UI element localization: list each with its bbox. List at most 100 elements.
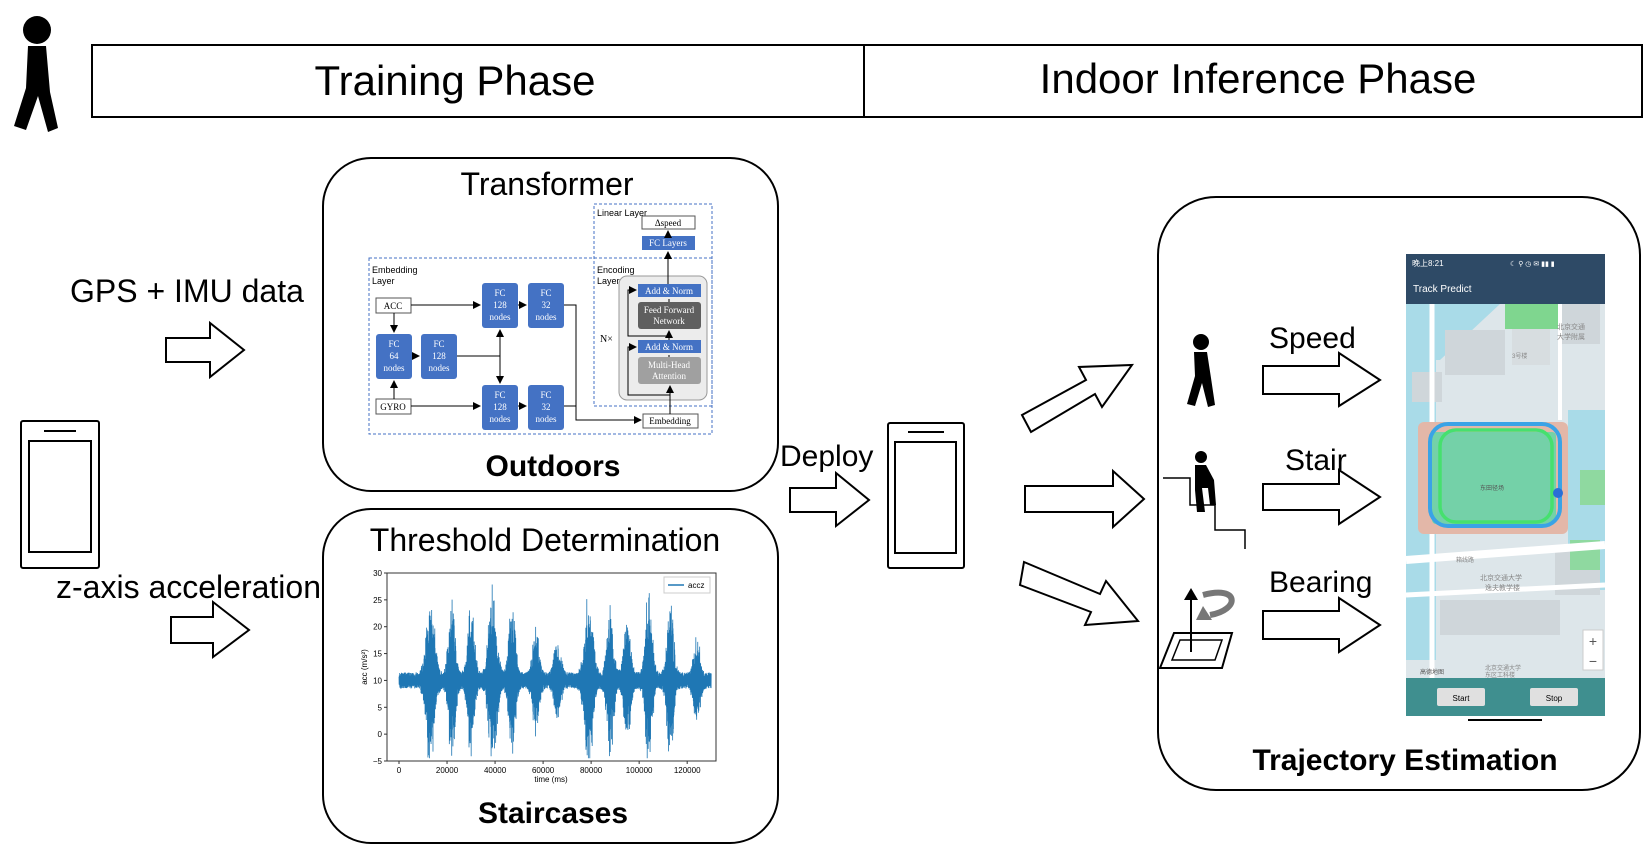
start-button-label: Start: [1453, 694, 1471, 703]
inference-phase-title: Indoor Inference Phase: [1040, 55, 1477, 102]
left-phone-icon: [20, 420, 100, 569]
feed-forward-box: [638, 302, 701, 329]
transformer-connectors: [390, 230, 674, 424]
zoom-in-button[interactable]: +: [1589, 633, 1597, 649]
status-icons: ☾ ⚲ ◷ ✉ ▮▮ ▮: [1510, 260, 1555, 268]
svg-text:nodes: nodes: [429, 363, 450, 373]
svg-text:FC: FC: [494, 288, 505, 298]
map-view[interactable]: 北京交通 大学附属 3号楼 东田径场 北京交通大学 逸夫教学楼 北京交通大学 东…: [1405, 304, 1606, 679]
app-header: [1406, 254, 1605, 304]
y-tick-label: 30: [373, 569, 382, 578]
accz-series-line: [398, 584, 712, 759]
stop-button[interactable]: [1530, 688, 1578, 706]
feed-forward-label-1: Feed Forward: [644, 305, 695, 315]
fc128-top-block: FC 128 nodes: [482, 283, 518, 328]
center-phone-icon: [887, 422, 965, 569]
delta-speed-label: Δspeed: [655, 218, 682, 228]
nx-label: N×: [600, 334, 613, 345]
gps-imu-label: GPS + IMU data: [70, 273, 304, 309]
y-tick-label: 20: [373, 623, 382, 632]
svg-text:FC: FC: [540, 390, 551, 400]
embedding-label: Embedding: [649, 416, 691, 426]
trajectory-estimation-label: Trajectory Estimation: [1252, 744, 1557, 777]
svg-text:32: 32: [542, 402, 551, 412]
multi-head-label-2: Attention: [652, 371, 686, 381]
walking-person-icon: [14, 16, 58, 132]
stair-arrow: [1262, 468, 1382, 526]
phase-header: Training Phase Indoor Inference Phase: [91, 44, 1643, 118]
svg-text:nodes: nodes: [490, 312, 511, 322]
svg-text:大学附属: 大学附属: [1557, 332, 1585, 341]
svg-text:nodes: nodes: [490, 414, 511, 424]
y-tick-label: 0: [378, 730, 383, 739]
threshold-title: Threshold Determination: [370, 522, 720, 558]
chart-xlabel: time (ms): [534, 775, 568, 784]
x-tick-label: 100000: [626, 766, 653, 775]
x-tick-label: 40000: [484, 766, 507, 775]
chart-legend: accz: [663, 576, 711, 594]
add-norm-bottom-box: [638, 340, 701, 353]
chart-plot-area: [386, 572, 717, 762]
svg-text:128: 128: [493, 402, 507, 412]
gps-arrow: [165, 320, 246, 380]
trajectory-outer: [1428, 422, 1562, 528]
linear-layer-label: Linear Layer: [597, 208, 647, 218]
svg-text:北京交通: 北京交通: [1557, 322, 1585, 331]
fc-layers-box: [642, 236, 695, 250]
bearing-arrow: [1262, 596, 1382, 654]
bearing-label: Bearing: [1269, 566, 1372, 599]
stop-button-label: Stop: [1546, 694, 1563, 703]
y-tick-label: −5: [373, 757, 383, 766]
speed-label: Speed: [1269, 322, 1356, 355]
x-tick-label: 20000: [436, 766, 459, 775]
svg-text:3号楼: 3号楼: [1512, 352, 1527, 360]
svg-text:东田径场: 东田径场: [1480, 484, 1504, 492]
z-axis-arrow: [170, 599, 251, 659]
deploy-arrow: [789, 470, 871, 529]
chart-ylabel: acc (m/s²): [360, 649, 369, 685]
multi-head-label-1: Multi-Head: [648, 360, 690, 370]
fanout-arrow-middle: [1024, 468, 1146, 530]
stair-label: Stair: [1285, 444, 1347, 477]
fanout-arrow-down: [1018, 560, 1140, 627]
svg-text:128: 128: [432, 351, 446, 361]
svg-text:FC: FC: [433, 339, 444, 349]
fc32-bottom-block: FC 32 nodes: [528, 385, 564, 430]
x-tick-label: 120000: [674, 766, 701, 775]
trajectory-inner: [1438, 428, 1554, 524]
fc128-middle-block: FC 128 nodes: [421, 334, 457, 379]
svg-text:箱线路: 箱线路: [1456, 556, 1474, 564]
svg-text:nodes: nodes: [384, 363, 405, 373]
svg-text:北京交通大学: 北京交通大学: [1480, 573, 1522, 582]
y-tick-label: 5: [378, 703, 383, 712]
gyro-label: GYRO: [380, 402, 406, 412]
add-norm-bottom-label: Add & Norm: [645, 342, 693, 352]
zoom-out-button[interactable]: −: [1589, 653, 1597, 669]
svg-text:32: 32: [542, 300, 551, 310]
add-norm-top-label: Add & Norm: [645, 286, 693, 296]
feed-forward-label-2: Network: [653, 316, 685, 326]
sports-field: [1432, 432, 1556, 524]
fc128-bottom-block: FC 128 nodes: [482, 385, 518, 430]
z-axis-label: z-axis acceleration: [56, 569, 321, 605]
acc-label: ACC: [384, 301, 403, 311]
stair-climbing-icon: [1163, 451, 1246, 549]
y-tick-label: 10: [373, 676, 382, 685]
embedding-layer-label-1: Embedding: [372, 265, 418, 275]
transformer-title: Transformer: [460, 166, 633, 202]
start-button[interactable]: [1437, 688, 1485, 706]
fanout-arrow-up: [1020, 363, 1134, 434]
svg-text:北京交通大学: 北京交通大学: [1485, 664, 1521, 672]
x-tick-label: 60000: [532, 766, 555, 775]
bearing-rotation-icon: [1158, 588, 1235, 669]
location-marker: [1553, 488, 1563, 498]
outdoors-label: Outdoors: [486, 450, 621, 483]
y-tick-label: 15: [373, 650, 382, 659]
staircases-label: Staircases: [478, 797, 628, 830]
x-tick-label: 80000: [580, 766, 603, 775]
training-phase-title: Training Phase: [315, 57, 596, 104]
svg-text:逸夫教学楼: 逸夫教学楼: [1485, 583, 1520, 592]
svg-text:FC: FC: [540, 288, 551, 298]
encoding-layer-label-2: Layer: [597, 276, 620, 286]
